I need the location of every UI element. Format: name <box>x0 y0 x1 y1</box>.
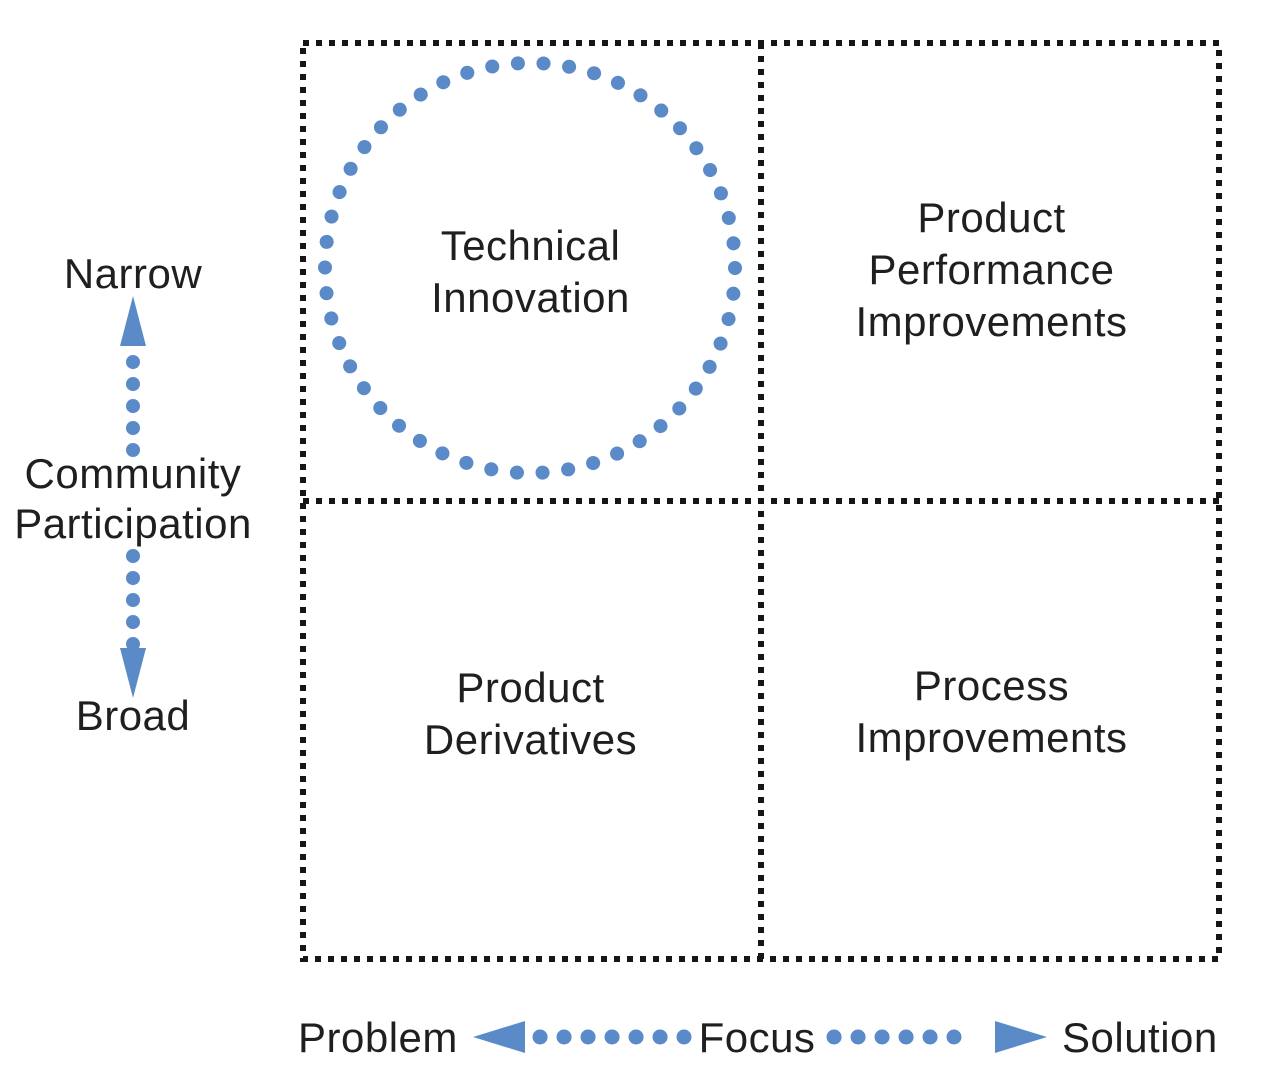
quadrant-label-line: Innovation <box>431 274 630 321</box>
quadrant-label-line: Performance <box>868 246 1115 293</box>
quadrant-label-line: Process <box>913 662 1070 709</box>
y-axis-title-line1: Community <box>24 450 242 497</box>
quadrant-technical-innovation-label: Technical Innovation <box>300 220 761 324</box>
quadrant-label-line: Derivatives <box>423 716 638 763</box>
quadrant-label-line: Technical <box>440 222 621 269</box>
x-axis-left-label: Problem <box>298 1014 458 1061</box>
arrow-left-icon <box>473 1021 525 1053</box>
arrow-up-icon <box>120 296 146 346</box>
quadrant-product-derivatives-label: Product Derivatives <box>300 662 761 766</box>
quadrant-process-improvements-label: Process Improvements <box>761 660 1222 764</box>
quadrant-product-performance-improvements-label: Product Performance Improvements <box>761 192 1222 348</box>
quadrant-label-line: Product <box>917 194 1066 241</box>
quadrant-label-line: Improvements <box>855 714 1128 761</box>
x-axis-right-label: Solution <box>1062 1014 1218 1061</box>
arrow-down-icon <box>120 648 146 698</box>
y-axis-title-line2: Participation <box>14 500 252 547</box>
y-axis-top-label: Narrow <box>63 250 203 297</box>
arrow-right-icon <box>995 1021 1047 1053</box>
highlight-circle <box>318 56 742 480</box>
quadrant-label-line: Improvements <box>855 298 1128 345</box>
y-axis-title: Community Participation <box>0 449 266 549</box>
quadrant-label-line: Product <box>456 664 605 711</box>
x-axis-title: Focus <box>698 1014 816 1061</box>
y-axis-bottom-label: Broad <box>75 692 191 739</box>
